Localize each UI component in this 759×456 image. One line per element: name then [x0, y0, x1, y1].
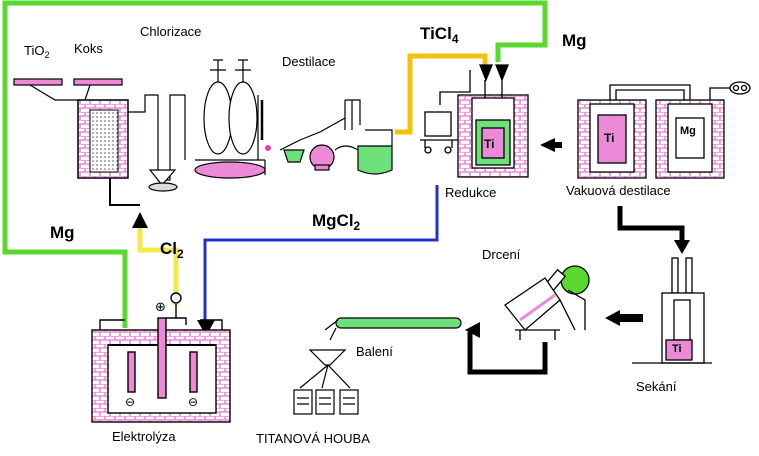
label-cl2: Cl2 — [160, 239, 184, 262]
label-ti-distillation: Ti — [604, 131, 615, 145]
mgcl2-line — [203, 185, 439, 325]
label-tio2: TiO2 — [24, 43, 50, 61]
label-ti-block: Ti — [672, 343, 682, 355]
label-ti-reactor: Ti — [484, 137, 495, 151]
label-redukce: Redukce — [445, 185, 497, 200]
flow-to-cutting — [617, 206, 690, 254]
mg-recycle-line — [2, 0, 548, 328]
mgcl2-arrow-head — [197, 320, 215, 336]
cl2-arrow-head — [132, 212, 148, 228]
chlorination-furnace — [77, 99, 140, 206]
label-cathode-minus-1: ⊖ — [125, 395, 136, 409]
flow-to-packing — [465, 322, 548, 375]
flow-arrow-reduction-to-distillation — [540, 138, 562, 152]
feed-hoppers — [13, 78, 123, 101]
packing-conveyor — [293, 317, 462, 415]
label-mg-top: Mg — [562, 31, 587, 50]
electrolysis-cell — [91, 292, 231, 423]
label-vakuova-destilace: Vakuová destilace — [566, 183, 671, 198]
label-mg-left: Mg — [50, 223, 75, 242]
cutting-press — [632, 257, 712, 364]
valve-indicator — [265, 145, 271, 151]
label-titanova-houba: TITANOVÁ HOUBA — [256, 431, 370, 446]
label-chlorizace: Chlorizace — [140, 24, 202, 39]
crusher — [504, 265, 590, 340]
label-ticl4: TiCl4 — [420, 24, 459, 47]
cl2-line — [137, 218, 179, 305]
label-koks: Koks — [74, 41, 103, 56]
label-baleni: Balení — [356, 344, 393, 359]
label-sekani: Sekání — [636, 379, 677, 394]
reduction-reactor — [420, 64, 529, 178]
label-anode-plus: ⊕ — [155, 299, 166, 314]
condensers — [128, 59, 266, 192]
label-cathode-minus-2: ⊖ — [188, 395, 199, 409]
vacuum-distillation — [577, 81, 751, 179]
label-destilace: Destilace — [282, 54, 336, 69]
label-elektrolyza: Elektrolýza — [112, 429, 176, 444]
label-mg-distillation: Mg — [680, 125, 696, 137]
distillation-unit — [279, 99, 393, 175]
label-drceni: Drcení — [482, 247, 521, 262]
flow-arrow-cutting-to-crushing — [605, 310, 643, 326]
label-mgcl2: MgCl2 — [312, 211, 361, 234]
ticl4-line — [395, 53, 488, 135]
